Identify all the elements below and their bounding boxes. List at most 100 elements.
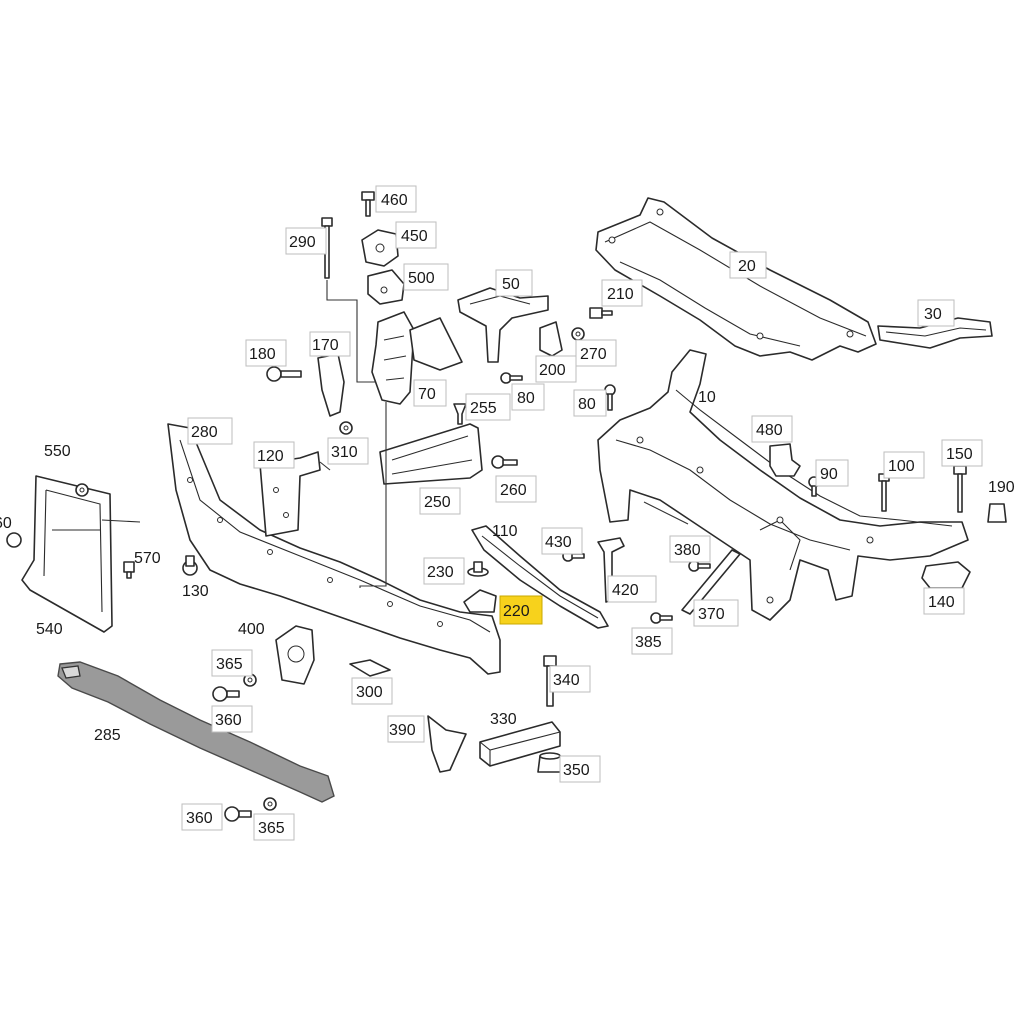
part-310-nut[interactable]	[339, 421, 353, 435]
part-50-bracket[interactable]	[457, 287, 549, 363]
part-385-bolt[interactable]	[650, 612, 673, 624]
callout-60-text: 60	[0, 515, 12, 532]
callout-200: 200	[535, 355, 577, 383]
part-370-strut[interactable]	[681, 549, 741, 615]
callout-250: 250	[419, 487, 461, 515]
callout-190-text: 190	[988, 479, 1015, 496]
callout-120: 120	[253, 441, 295, 469]
part-390-bracket[interactable]	[427, 715, 467, 773]
callout-450-text: 450	[401, 228, 428, 245]
callout-270: 270	[575, 339, 617, 367]
callout-30: 30	[917, 299, 955, 327]
callout-365a: 365	[211, 649, 253, 677]
callout-110-text: 110	[492, 523, 518, 540]
part-300-plate[interactable]	[349, 659, 391, 677]
callout-400-text: 400	[238, 621, 265, 638]
part-190-bushing[interactable]	[987, 503, 1007, 523]
part-70-lock-carrier[interactable]	[371, 311, 463, 405]
part-200-bracket[interactable]	[539, 321, 563, 357]
callout-120-text: 120	[257, 448, 284, 465]
part-110-strip[interactable]	[471, 525, 609, 629]
callout-90-text: 90	[820, 466, 838, 483]
callout-80b: 80	[573, 389, 607, 417]
part-450-lock[interactable]	[361, 229, 399, 267]
callout-150: 150	[941, 439, 983, 467]
callout-70: 70	[413, 379, 447, 407]
part-280-bumper-beam[interactable]	[167, 423, 501, 675]
part-80-screw-b[interactable]	[604, 384, 616, 411]
part-540-side-bracket[interactable]	[21, 475, 141, 633]
part-260-bolt[interactable]	[491, 455, 518, 469]
leader-lines	[319, 280, 689, 588]
callout-310-text: 310	[331, 444, 358, 461]
part-380-bolt[interactable]	[688, 560, 711, 572]
callout-170-text: 170	[312, 337, 339, 354]
callout-290-text: 290	[289, 234, 316, 251]
part-230-bolt[interactable]	[467, 561, 489, 577]
callout-540-text: 540	[36, 621, 63, 638]
part-60-cap[interactable]	[6, 532, 22, 548]
callout-90: 90	[815, 459, 849, 487]
callout-380-text: 380	[674, 542, 701, 559]
callout-130: 130	[182, 583, 209, 600]
callout-130-text: 130	[182, 583, 209, 600]
callout-570: 570	[134, 550, 161, 567]
part-20-upper-cross-member[interactable]	[595, 197, 877, 361]
part-400-bracket[interactable]	[275, 625, 315, 685]
part-10-front-carrier-frame[interactable]	[597, 349, 969, 621]
callout-labels: 460 450 290 500 50 20 210 30 180 170 270…	[0, 185, 1015, 841]
callout-150-text: 150	[946, 446, 973, 463]
callout-460: 460	[375, 185, 417, 213]
callout-500-text: 500	[408, 270, 435, 287]
part-550-nut[interactable]	[75, 483, 89, 497]
part-210-bolt[interactable]	[589, 307, 613, 319]
part-130-bolt[interactable]	[182, 555, 198, 576]
part-360-bolt-a[interactable]	[212, 686, 240, 702]
callout-365b: 365	[253, 813, 295, 841]
callout-550: 550	[44, 443, 71, 460]
part-170-bracket[interactable]	[317, 353, 345, 417]
callout-80a: 80	[511, 383, 545, 411]
callout-180-text: 180	[249, 346, 276, 363]
callout-340: 340	[549, 665, 591, 693]
callout-220-text: 220	[503, 603, 530, 620]
callout-500: 500	[403, 263, 449, 291]
part-360-bolt-b[interactable]	[224, 806, 252, 822]
part-480-mount[interactable]	[769, 443, 801, 477]
part-220-bracket[interactable]	[463, 589, 497, 613]
part-270-nut[interactable]	[571, 327, 585, 341]
callout-360a: 360	[211, 705, 253, 733]
callout-230: 230	[423, 557, 465, 585]
part-330-tube[interactable]	[479, 721, 561, 767]
callout-450: 450	[395, 221, 437, 249]
part-100-bolt[interactable]	[878, 473, 890, 512]
part-285-lower-support[interactable]	[57, 661, 335, 803]
callout-540: 540	[36, 621, 63, 638]
part-150-bolt[interactable]	[953, 465, 967, 513]
callout-365b-text: 365	[258, 820, 285, 837]
callout-430-text: 430	[545, 534, 572, 551]
part-570-bolt[interactable]	[123, 561, 135, 579]
callout-110: 110	[492, 523, 518, 540]
callout-60: 60	[0, 515, 12, 532]
callout-390-text: 390	[389, 722, 416, 739]
callout-140-text: 140	[928, 594, 955, 611]
callout-360b-text: 360	[186, 810, 213, 827]
part-120-bracket[interactable]	[259, 451, 321, 537]
callout-400: 400	[238, 621, 265, 638]
callout-250-text: 250	[424, 494, 451, 511]
part-140-mount[interactable]	[921, 561, 971, 589]
callout-480: 480	[751, 415, 793, 443]
callout-350-text: 350	[563, 762, 590, 779]
part-80-screw-a[interactable]	[500, 372, 523, 384]
callout-170: 170	[309, 331, 351, 357]
part-500-lock-bracket[interactable]	[367, 269, 405, 305]
part-180-bolt[interactable]	[266, 366, 302, 382]
part-460-bolt[interactable]	[361, 191, 375, 217]
part-350-bushing[interactable]	[537, 752, 563, 773]
part-250-cover[interactable]	[379, 423, 483, 485]
callout-350: 350	[559, 755, 601, 783]
part-255-clip[interactable]	[453, 403, 467, 425]
part-365-washer-b[interactable]	[263, 797, 277, 811]
